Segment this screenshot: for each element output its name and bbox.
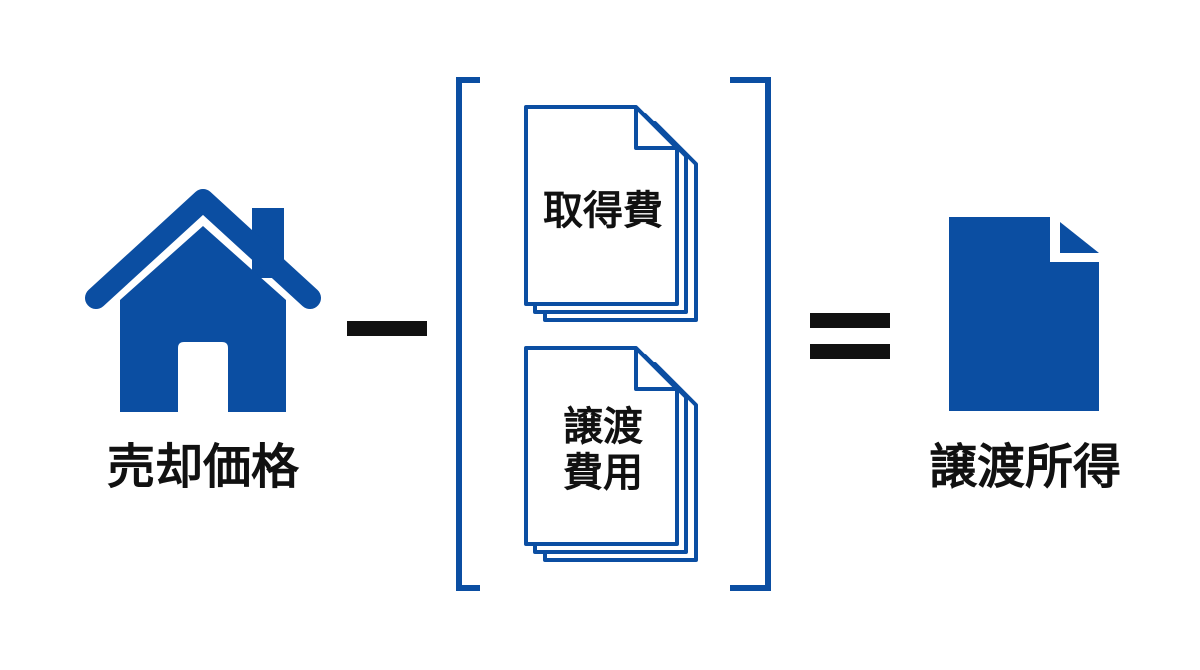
- transfer-cost-label-line2: 費用: [563, 450, 643, 496]
- house-icon: [85, 189, 321, 412]
- left-bracket: [456, 77, 480, 591]
- document-icon: [949, 217, 1099, 411]
- right-bracket: [730, 77, 771, 591]
- acquisition-cost-label: 取得費: [543, 188, 663, 234]
- document-front-page: [524, 346, 679, 546]
- document-front-page: [524, 105, 679, 306]
- house-roof: [85, 189, 321, 309]
- sale-price-label: 売却価格: [106, 439, 299, 495]
- transfer-cost-label: 譲渡 費用: [528, 404, 678, 496]
- minus-sign: [347, 321, 427, 336]
- document-stack-icon-acquisition: [524, 105, 698, 322]
- document-fold: [634, 348, 677, 391]
- transfer-cost-label-line1: 譲渡: [563, 404, 643, 450]
- equals-sign-top-bar: [810, 313, 890, 328]
- document-body: [949, 217, 1099, 411]
- house-body: [120, 226, 286, 412]
- capital-gain-label: 譲渡所得: [928, 439, 1121, 495]
- document-stack-icon-transfer: [524, 346, 698, 562]
- document-fold-corner: [1060, 222, 1099, 253]
- equals-sign-bottom-bar: [810, 344, 890, 359]
- document-fold: [634, 107, 677, 150]
